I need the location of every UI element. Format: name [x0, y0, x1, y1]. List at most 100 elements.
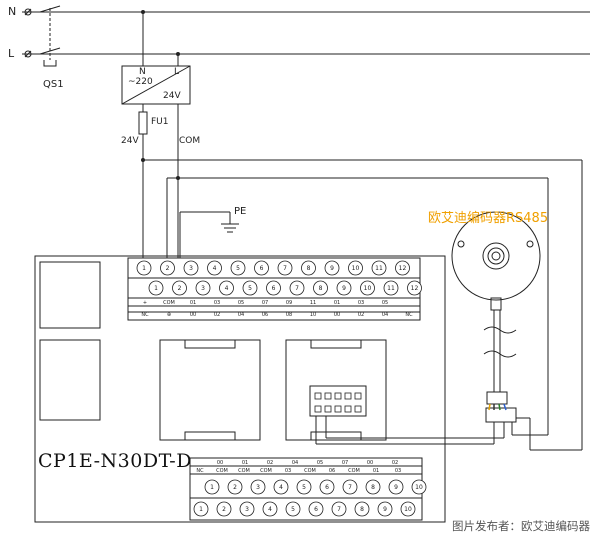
- upper-bottom-terminal-number: 2: [178, 285, 182, 292]
- lower-bottom-terminal-number: 4: [268, 506, 272, 513]
- lower-top-terminal: [273, 479, 289, 495]
- upper-top-terminal: [395, 260, 410, 276]
- lower-top-terminal: [365, 479, 381, 495]
- lower-top-terminal-number: 10: [415, 484, 423, 491]
- plc-model-label: CP1E-N30DT-D: [38, 450, 192, 472]
- upper-bottom-terminal: [336, 280, 352, 296]
- upper-bottom-terminal-number: 4: [225, 285, 229, 292]
- live-label: L: [8, 47, 15, 60]
- lower-bottom-signal-label: COM: [304, 468, 316, 474]
- lower-top-terminal-number: 4: [279, 484, 283, 491]
- lower-top-signal-label: 00: [367, 460, 373, 466]
- lower-top-terminal-number: 9: [394, 484, 398, 491]
- upper-top-signal-label: 07: [262, 300, 268, 306]
- upper-top-terminal: [348, 260, 363, 276]
- upper-bottom-terminal: [407, 280, 422, 296]
- lower-bottom-signal-label: 03: [395, 468, 401, 474]
- upper-bottom-terminal: [195, 280, 211, 296]
- pe-label: PE: [234, 206, 247, 217]
- psu-n-label: N: [139, 67, 146, 77]
- upper-top-signal-label: 03: [214, 300, 220, 306]
- lower-bottom-signal-label: NC: [196, 468, 204, 474]
- upper-bottom-terminal-number: 8: [319, 285, 323, 292]
- lower-bottom-terminal: [354, 501, 370, 517]
- lower-top-signal-label: 04: [292, 460, 298, 466]
- v24-label: 24V: [121, 136, 139, 146]
- upper-bottom-terminal-number: 1: [154, 285, 158, 292]
- publisher-credit: 图片发布者：欧艾迪编码器: [452, 519, 590, 533]
- lower-bottom-terminal: [193, 501, 209, 517]
- upper-bottom-signal-label: NC: [405, 312, 413, 318]
- lower-bottom-terminal: [285, 501, 301, 517]
- psu-output-label: 24V: [163, 91, 181, 101]
- lower-top-terminal: [227, 479, 243, 495]
- upper-bottom-terminal: [172, 280, 187, 296]
- upper-top-terminal-number: 7: [283, 265, 287, 272]
- lower-bottom-terminal-number: 2: [222, 506, 226, 513]
- upper-bottom-signal-label: ⊕: [167, 312, 171, 318]
- upper-bottom-terminal-number: 12: [411, 285, 419, 292]
- lower-bottom-terminal-number: 3: [245, 506, 249, 513]
- upper-bottom-terminal-number: 11: [387, 285, 395, 292]
- qs1-label: QS1: [43, 79, 64, 90]
- psu-input-label: ~220: [128, 77, 153, 87]
- lower-top-signal-label: 02: [267, 460, 273, 466]
- upper-top-terminal-number: 2: [166, 265, 170, 272]
- l-terminal: [24, 50, 32, 58]
- upper-top-terminal-number: 4: [213, 265, 217, 272]
- rs485-pin-bottom: [354, 405, 362, 413]
- upper-bottom-signal-label: 02: [214, 312, 220, 318]
- lower-bottom-terminal-number: 7: [337, 506, 341, 513]
- lower-bottom-terminal: [216, 501, 232, 517]
- plc-left-panel-lower: [39, 339, 101, 421]
- upper-bottom-terminal: [148, 280, 164, 296]
- upper-top-terminal: [254, 260, 269, 276]
- lower-top-signal-label: 00: [217, 460, 223, 466]
- upper-bottom-signal-label: 00: [190, 312, 196, 318]
- upper-top-terminal-number: 1: [142, 265, 146, 272]
- plc-body: [34, 255, 446, 523]
- plc-left-panel-upper: [39, 261, 101, 329]
- plc-module-right: [285, 339, 387, 441]
- upper-top-terminal-number: 8: [307, 265, 311, 272]
- upper-bottom-terminal: [242, 280, 258, 296]
- upper-bottom-signal-label: 06: [262, 312, 268, 318]
- lower-bottom-signal-label: COM: [216, 468, 228, 474]
- upper-top-signal-label: 03: [358, 300, 364, 306]
- rs485-pin-top: [324, 392, 332, 400]
- lower-top-signal-label: 07: [342, 460, 348, 466]
- lower-top-terminal: [204, 479, 220, 495]
- upper-top-signal-label: 05: [238, 300, 244, 306]
- encoder-body: [451, 211, 541, 301]
- upper-top-signal-label: 09: [286, 300, 292, 306]
- upper-bottom-signal-label: 04: [382, 312, 388, 318]
- upper-top-signal-label: +: [143, 300, 147, 306]
- upper-top-signal-label: 11: [310, 300, 316, 306]
- upper-top-terminal: [136, 260, 152, 276]
- upper-bottom-signal-label: 08: [286, 312, 292, 318]
- upper-top-terminal: [371, 260, 387, 276]
- upper-top-terminal: [277, 260, 293, 276]
- lower-bottom-terminal-number: 10: [404, 506, 412, 513]
- lower-top-signal-label: 05: [317, 460, 323, 466]
- encoder-connector: [485, 407, 517, 423]
- rs485-pin-top: [314, 392, 322, 400]
- upper-top-terminal-number: 6: [260, 265, 264, 272]
- upper-bottom-terminal-number: 9: [342, 285, 346, 292]
- lower-top-signal-label: 02: [392, 460, 398, 466]
- lower-bottom-signal-label: COM: [348, 468, 360, 474]
- rs485-pin-bottom: [334, 405, 342, 413]
- upper-top-terminal-number: 5: [236, 265, 240, 272]
- lower-bottom-terminal-number: 8: [360, 506, 364, 513]
- lower-bottom-terminal-number: 6: [314, 506, 318, 513]
- upper-bottom-terminal-number: 10: [364, 285, 372, 292]
- upper-bottom-signal-label: 02: [358, 312, 364, 318]
- lower-bottom-terminal: [400, 501, 416, 517]
- upper-top-terminal: [160, 260, 175, 276]
